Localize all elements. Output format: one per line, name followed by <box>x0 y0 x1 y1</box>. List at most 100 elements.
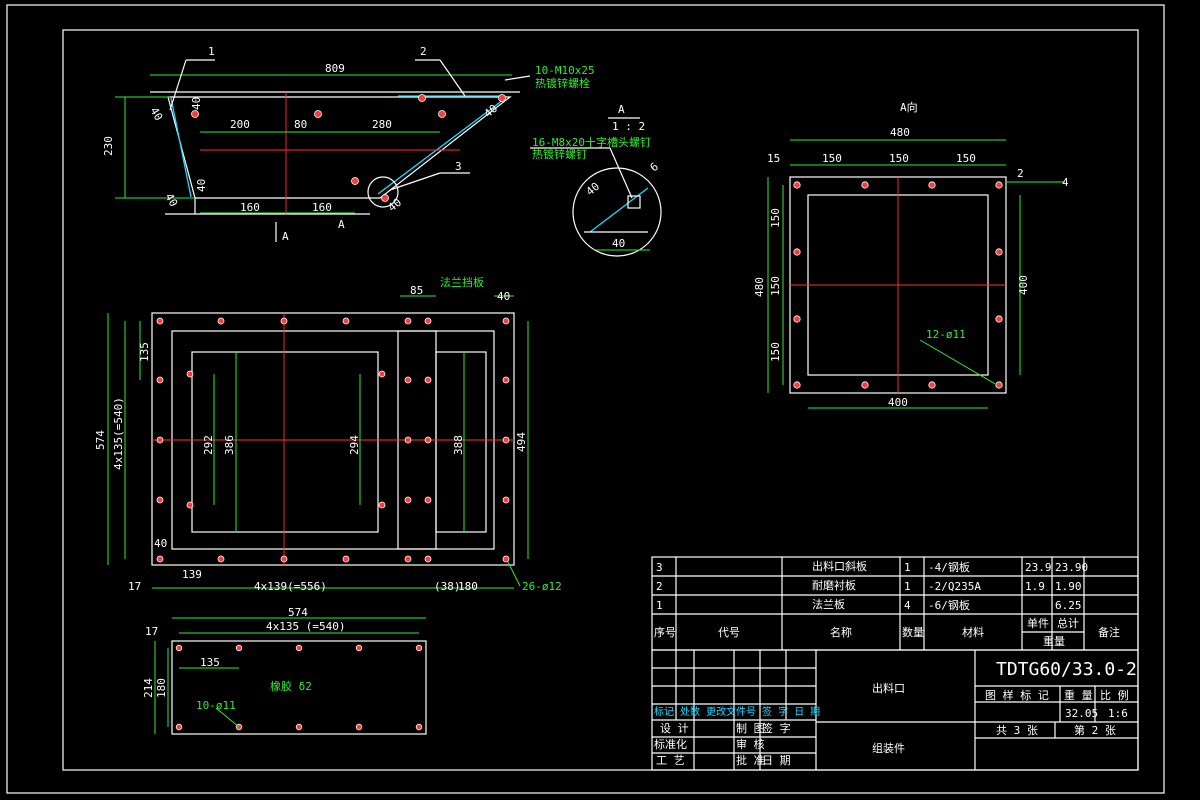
bolt-hole <box>217 555 225 563</box>
bolt-hole <box>415 723 423 731</box>
plate-holes-note: 10-ø11 <box>196 699 236 712</box>
parts-table: 3 出料口斜板 1 -4/钢板 23.9 23.90 2 耐磨衬板 1 -2/Q… <box>651 556 1139 651</box>
row1-no: 1 <box>656 599 663 612</box>
inner-frame <box>62 29 1139 771</box>
hdr-total: 总计 <box>1057 616 1079 630</box>
plate-dim-214: 214 <box>142 678 155 698</box>
front-dim-40b: 40 <box>154 537 167 550</box>
front-holes <box>156 317 510 563</box>
a-view: A向 480 15 150 150 150 480 15 <box>753 100 1069 409</box>
leader <box>389 172 441 191</box>
bolt-hole <box>175 644 183 652</box>
leader <box>609 147 633 199</box>
bolt-hole <box>156 376 164 384</box>
front-dim-386: 386 <box>223 435 236 455</box>
lbl-check: 审 核 <box>736 737 765 751</box>
a-dim-150-a: 150 <box>822 152 842 165</box>
balloon-3: 3 <box>455 160 462 173</box>
front-label-top: 法兰挡板 <box>440 275 484 289</box>
row2-material: -2/Q235A <box>928 580 981 593</box>
dim-40-c: 40 <box>162 191 180 209</box>
bolt-hole <box>156 496 164 504</box>
row2-no: 2 <box>656 580 663 593</box>
bolt-hole <box>424 496 432 504</box>
bolt-hole <box>191 110 199 118</box>
bolt-hole <box>424 376 432 384</box>
lbl-draw: 制 图 <box>736 722 765 735</box>
balloon-1: 1 <box>208 45 215 58</box>
bolt-hole <box>378 370 386 378</box>
front-dim-17: 17 <box>128 580 141 593</box>
rev-header: 标记 处数 更改文件号 签 字 日 期 <box>654 705 820 718</box>
bolt-hole <box>404 436 412 444</box>
front-dim-180: 180 <box>458 580 478 593</box>
row3-name: 出料口斜板 <box>812 559 867 573</box>
total-sheets: 共 3 张 <box>996 724 1038 737</box>
detail-circle <box>367 176 399 208</box>
row3-no: 3 <box>656 561 663 574</box>
a-dim-400: 400 <box>888 396 908 409</box>
lbl-design: 设 计 <box>660 722 689 735</box>
front-dim-494: 494 <box>515 432 528 452</box>
bolt-hole <box>280 317 288 325</box>
leader <box>504 75 531 81</box>
bolt-hole <box>498 94 506 102</box>
bolt-hole <box>280 555 288 563</box>
front-view: 法兰挡板 85 40 135 574 4x135(=540) 292 386 2… <box>94 275 562 593</box>
bolt-hole <box>235 644 243 652</box>
bolt-hole <box>424 555 432 563</box>
plate-dim-540: 4x135 (=540) <box>266 620 345 633</box>
lbl-date: 日 期 <box>762 754 791 767</box>
front-dim-135: 135 <box>138 342 151 362</box>
bolt-hole <box>995 181 1003 189</box>
section-marker: A <box>338 218 345 231</box>
plate-outline <box>171 640 427 735</box>
liner-right <box>377 99 504 195</box>
bolt-hole <box>928 181 936 189</box>
detail-screw <box>627 195 641 209</box>
a-dim-480-v: 480 <box>753 277 766 297</box>
bolt-hole <box>995 315 1003 323</box>
bolt-hole <box>438 110 446 118</box>
hdr-weight-tb: 重 量 <box>1064 688 1093 702</box>
part-type: 组装件 <box>872 741 905 755</box>
dim-809: 809 <box>325 62 345 75</box>
plate-dim-17: 17 <box>145 625 158 638</box>
scale-value: 1:6 <box>1108 707 1128 720</box>
bolt-hole <box>424 317 432 325</box>
detail-boundary <box>572 167 662 257</box>
a-dim-150-b: 150 <box>889 152 909 165</box>
detail-dim-c: 6 <box>648 160 661 174</box>
bolt-hole <box>404 555 412 563</box>
weight-value: 32.05 <box>1065 707 1098 720</box>
bolt-hole <box>861 381 869 389</box>
bolt-hole <box>995 381 1003 389</box>
front-opening-r <box>435 351 487 533</box>
hdr-mark: 图 样 标 记 <box>985 688 1049 702</box>
bolt-hole <box>378 501 386 509</box>
detail-title: A <box>618 103 625 116</box>
weld-a: 2 <box>1017 167 1024 180</box>
row3-total: 23.90 <box>1055 561 1088 574</box>
leader <box>169 59 187 111</box>
a-dim-15: 15 <box>767 152 780 165</box>
row2-name: 耐磨衬板 <box>812 578 856 592</box>
bolt-hole <box>415 644 423 652</box>
bolt-hole <box>156 436 164 444</box>
dim-280: 280 <box>372 118 392 131</box>
row3-material: -4/钢板 <box>928 560 970 574</box>
bolt-hole <box>342 555 350 563</box>
hdr-material: 材料 <box>962 625 984 639</box>
a-dim-480: 480 <box>890 126 910 139</box>
a-dim-150-v2: 150 <box>769 276 782 296</box>
lbl-approve: 批 准 <box>736 753 765 767</box>
bolt-hole <box>381 194 389 202</box>
bolt-hole <box>355 723 363 731</box>
a-dim-150-v1: 150 <box>769 208 782 228</box>
front-dim-540: 4x135(=540) <box>112 397 125 470</box>
view-arrow-label: A <box>282 230 289 243</box>
sheet-number: 第 2 张 <box>1074 723 1116 737</box>
hdr-qty: 数量 <box>902 626 924 639</box>
bolt-hole <box>502 496 510 504</box>
leader <box>919 339 998 386</box>
